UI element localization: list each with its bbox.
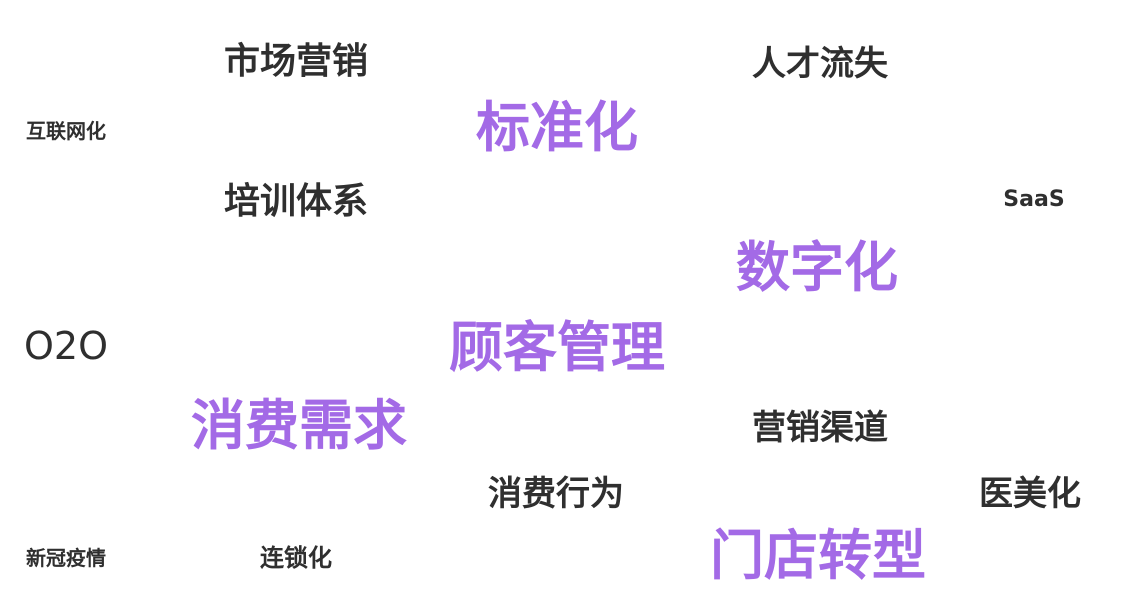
word-shuzihua: 数字化 — [736, 236, 898, 299]
word-yimeihua: 医美化 — [979, 474, 1081, 514]
word-xiaofei-xuqiu: 消费需求 — [191, 394, 407, 457]
word-biaozhunhua: 标准化 — [476, 96, 638, 159]
word-yingxiao-qudao: 营销渠道 — [752, 408, 888, 448]
word-xinguan-yiqing: 新冠疫情 — [26, 546, 106, 570]
word-liansuohua: 连锁化 — [260, 544, 332, 572]
word-rencai-liushi: 人才流失 — [752, 44, 888, 84]
word-xiaofei-xingwei: 消费行为 — [488, 474, 624, 514]
word-shichang-yingxiao: 市场营销 — [223, 41, 369, 82]
word-hulianwang-hua: 互联网化 — [26, 119, 106, 143]
word-peixun-tixi: 培训体系 — [223, 181, 369, 222]
word-mendian-zhuanxing: 门店转型 — [710, 524, 926, 587]
word-saas: SaaS — [1003, 187, 1065, 212]
word-guke-guanli: 顾客管理 — [449, 316, 665, 379]
word-o2o: O2O — [24, 324, 108, 368]
